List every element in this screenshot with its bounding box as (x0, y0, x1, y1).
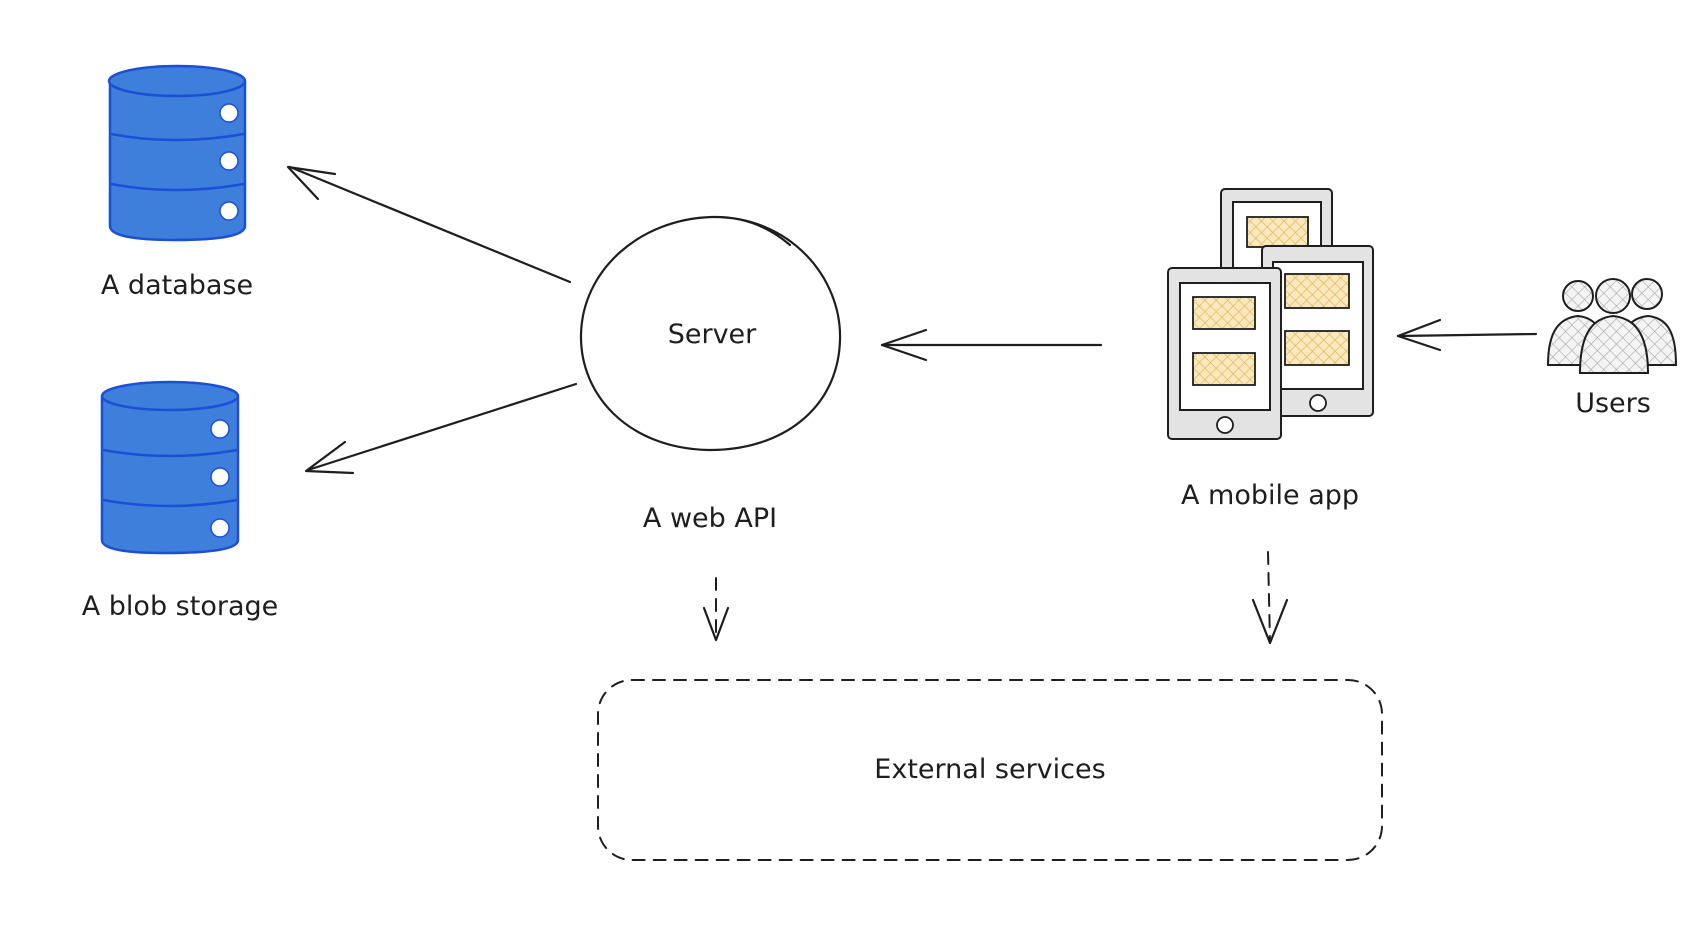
arrow-server-to-database (286, 165, 572, 284)
database-icon (107, 64, 247, 242)
external-services-label: External services (874, 754, 1105, 785)
server-caption: A web API (643, 503, 777, 534)
server-circle (579, 215, 842, 452)
mobile-app-node[interactable]: A mobile app (1167, 188, 1374, 511)
database-label: A database (101, 270, 253, 301)
arrow-mobile-to-server (880, 328, 1103, 362)
blob-storage-icon (100, 380, 240, 555)
blob-storage-node[interactable]: A blob storage (82, 380, 279, 622)
users-label: Users (1575, 388, 1651, 419)
arrow-users-to-mobile (1396, 318, 1538, 352)
external-services-node[interactable]: External services (597, 679, 1383, 861)
arrow-server-to-external (702, 577, 730, 642)
blob-storage-label: A blob storage (82, 591, 279, 622)
external-services-box (597, 679, 1383, 861)
mobile-devices-icon (1167, 188, 1374, 440)
server-node[interactable]: Server A web API (579, 215, 842, 534)
database-node[interactable]: A database (101, 64, 253, 301)
users-node[interactable]: Users (1546, 278, 1678, 419)
users-icon (1546, 278, 1678, 374)
arrow-mobile-to-external (1251, 551, 1289, 645)
arrow-server-to-blob-storage (304, 382, 578, 475)
mobile-app-label: A mobile app (1181, 480, 1359, 511)
server-label: Server (668, 319, 757, 350)
